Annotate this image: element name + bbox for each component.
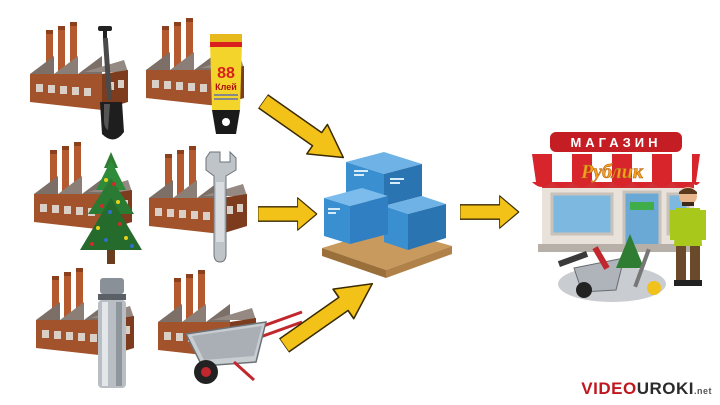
shop-sign-text: МАГАЗИН [570,135,661,150]
glue-number-label: 88 [217,65,235,82]
logo-suffix: .net [694,386,712,396]
tools-pile-icon [554,228,670,308]
arrow-icon [258,196,318,232]
glue-word-label: Клей [215,82,237,92]
arrow-icon [460,194,520,230]
shopper-icon [668,184,708,288]
videouroki-logo: VIDEOUROKI.net [581,379,712,399]
thermos-icon [92,276,132,392]
wrench-icon [204,148,238,266]
shovel-icon [92,24,132,144]
logo-rest: UROKI [637,379,694,398]
logo-prefix: VIDEO [581,379,636,398]
christmas-tree-icon [76,150,146,270]
warehouse-pallet-icon [318,150,456,280]
glue-tube-icon: 88 Клей [204,30,248,140]
shop-name-text: Рублик [580,161,644,183]
